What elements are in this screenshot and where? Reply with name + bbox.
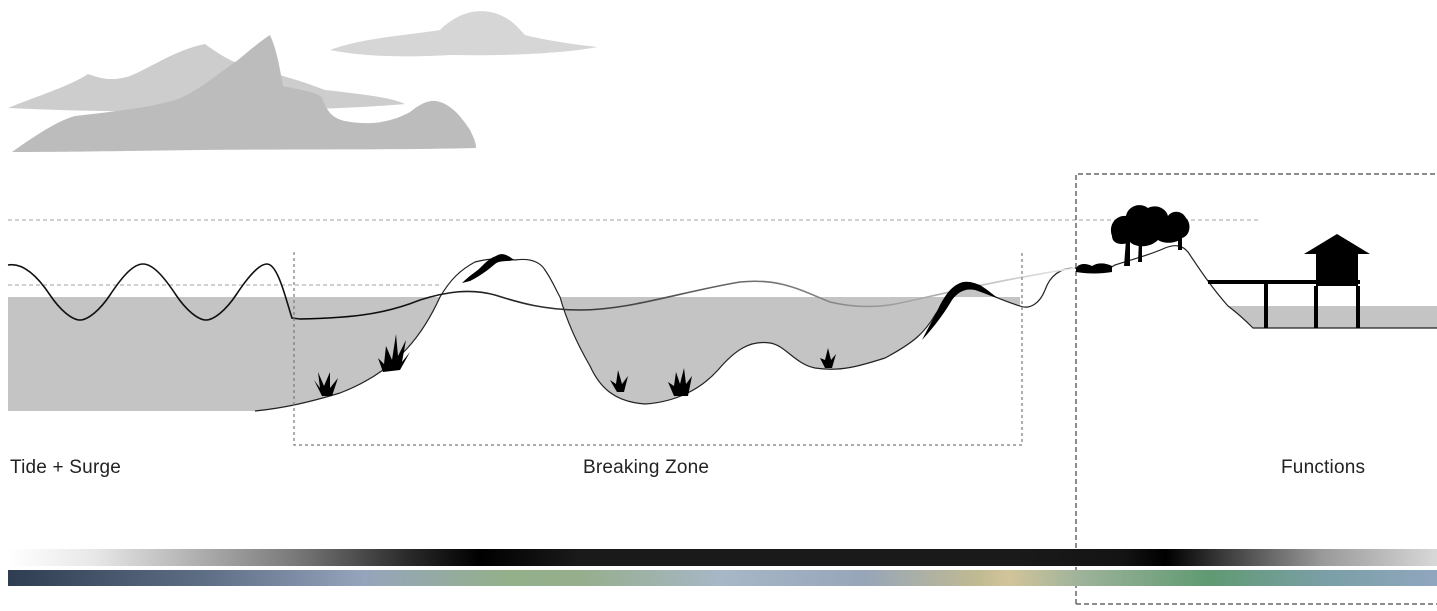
seagrass-icon xyxy=(668,368,692,396)
lagoon-water xyxy=(560,286,1020,404)
seagrass-group xyxy=(314,334,836,396)
tide-surge-label: Tide + Surge xyxy=(10,457,122,478)
breaking-zone-bracket xyxy=(293,252,1023,446)
stilt-house-icon xyxy=(1208,234,1370,328)
attenuated-wave-line xyxy=(299,267,1076,320)
open-water xyxy=(8,297,440,411)
cloud-front xyxy=(12,35,476,152)
inlet-water xyxy=(1228,306,1437,328)
seagrass-icon xyxy=(820,348,836,368)
shoreline-shrubs xyxy=(1076,263,1112,274)
seagrass-icon xyxy=(314,372,338,396)
dune-crest-rock xyxy=(462,254,514,283)
surge-wave-line xyxy=(7,263,301,321)
seagrass-icon xyxy=(378,334,410,372)
breaking-zone-label: Breaking Zone xyxy=(583,457,710,478)
barrier-crest-rock xyxy=(922,281,998,340)
intensity-gradient-bar xyxy=(8,549,1437,566)
functions-label: Functions xyxy=(1281,457,1366,478)
cloud-group xyxy=(8,11,598,152)
seagrass-icon xyxy=(610,370,628,392)
tree-cluster-icon xyxy=(1110,205,1190,266)
habitat-gradient-bar xyxy=(8,570,1437,586)
cloud-far xyxy=(330,11,598,57)
